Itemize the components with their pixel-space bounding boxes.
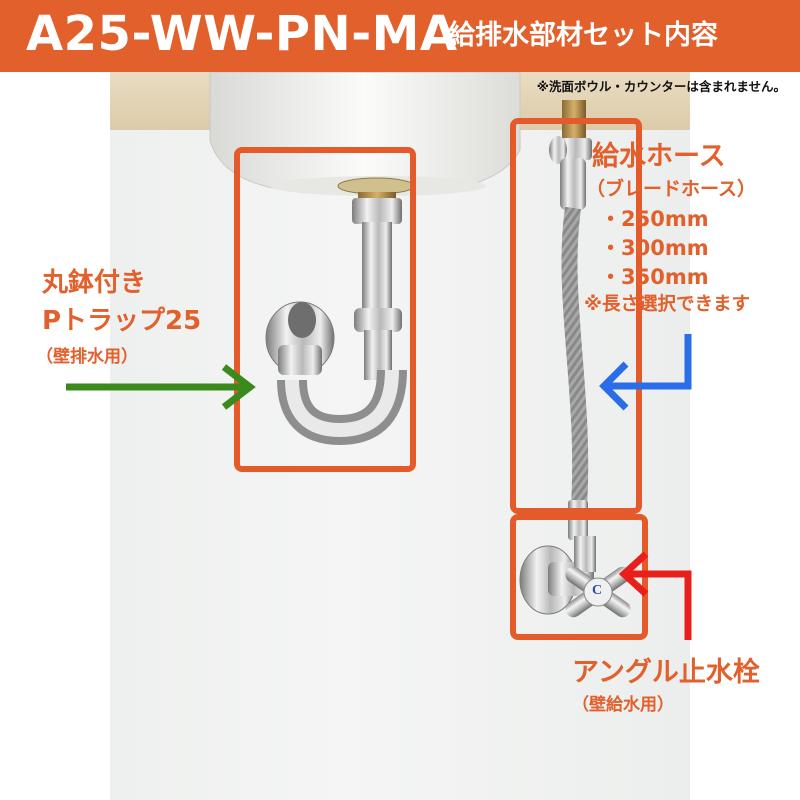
hose-option-300: ・300mm [600,236,709,260]
blue-arrow-icon [599,334,692,411]
valve-knob-letter: C [592,583,603,598]
header-bar: A25-WW-PN-MA 給排水部材セット内容 [0,0,800,72]
exclusion-note: ※洗面ボウル・カウンターは含まれません。 [536,79,786,94]
hose-option-250: ・250mm [600,207,709,231]
trap-highlight-box [234,147,416,472]
trap-label-line3: （壁排水用） [36,347,138,367]
valve-subtitle: （壁給水用） [572,695,674,715]
hose-highlight-box [510,118,642,514]
set-title: 給排水部材セット内容 [448,20,718,51]
model-number: A25-WW-PN-MA [26,6,458,62]
trap-label-line1: 丸鉢付き [42,268,147,298]
left-margin [0,72,110,800]
hose-option-350: ・350mm [600,265,709,289]
hose-subtitle: （ブレードホース） [586,178,757,200]
hose-length-note: ※長さ選択できます [584,294,750,315]
trap-label-line2: Pトラップ25 [42,306,202,336]
green-arrow-icon [66,364,256,410]
wall-background [110,130,690,800]
right-margin [690,72,800,800]
valve-title: アングル止水栓 [572,657,760,688]
hose-title: 給水ホース [592,141,726,172]
red-arrow-icon [618,552,692,640]
